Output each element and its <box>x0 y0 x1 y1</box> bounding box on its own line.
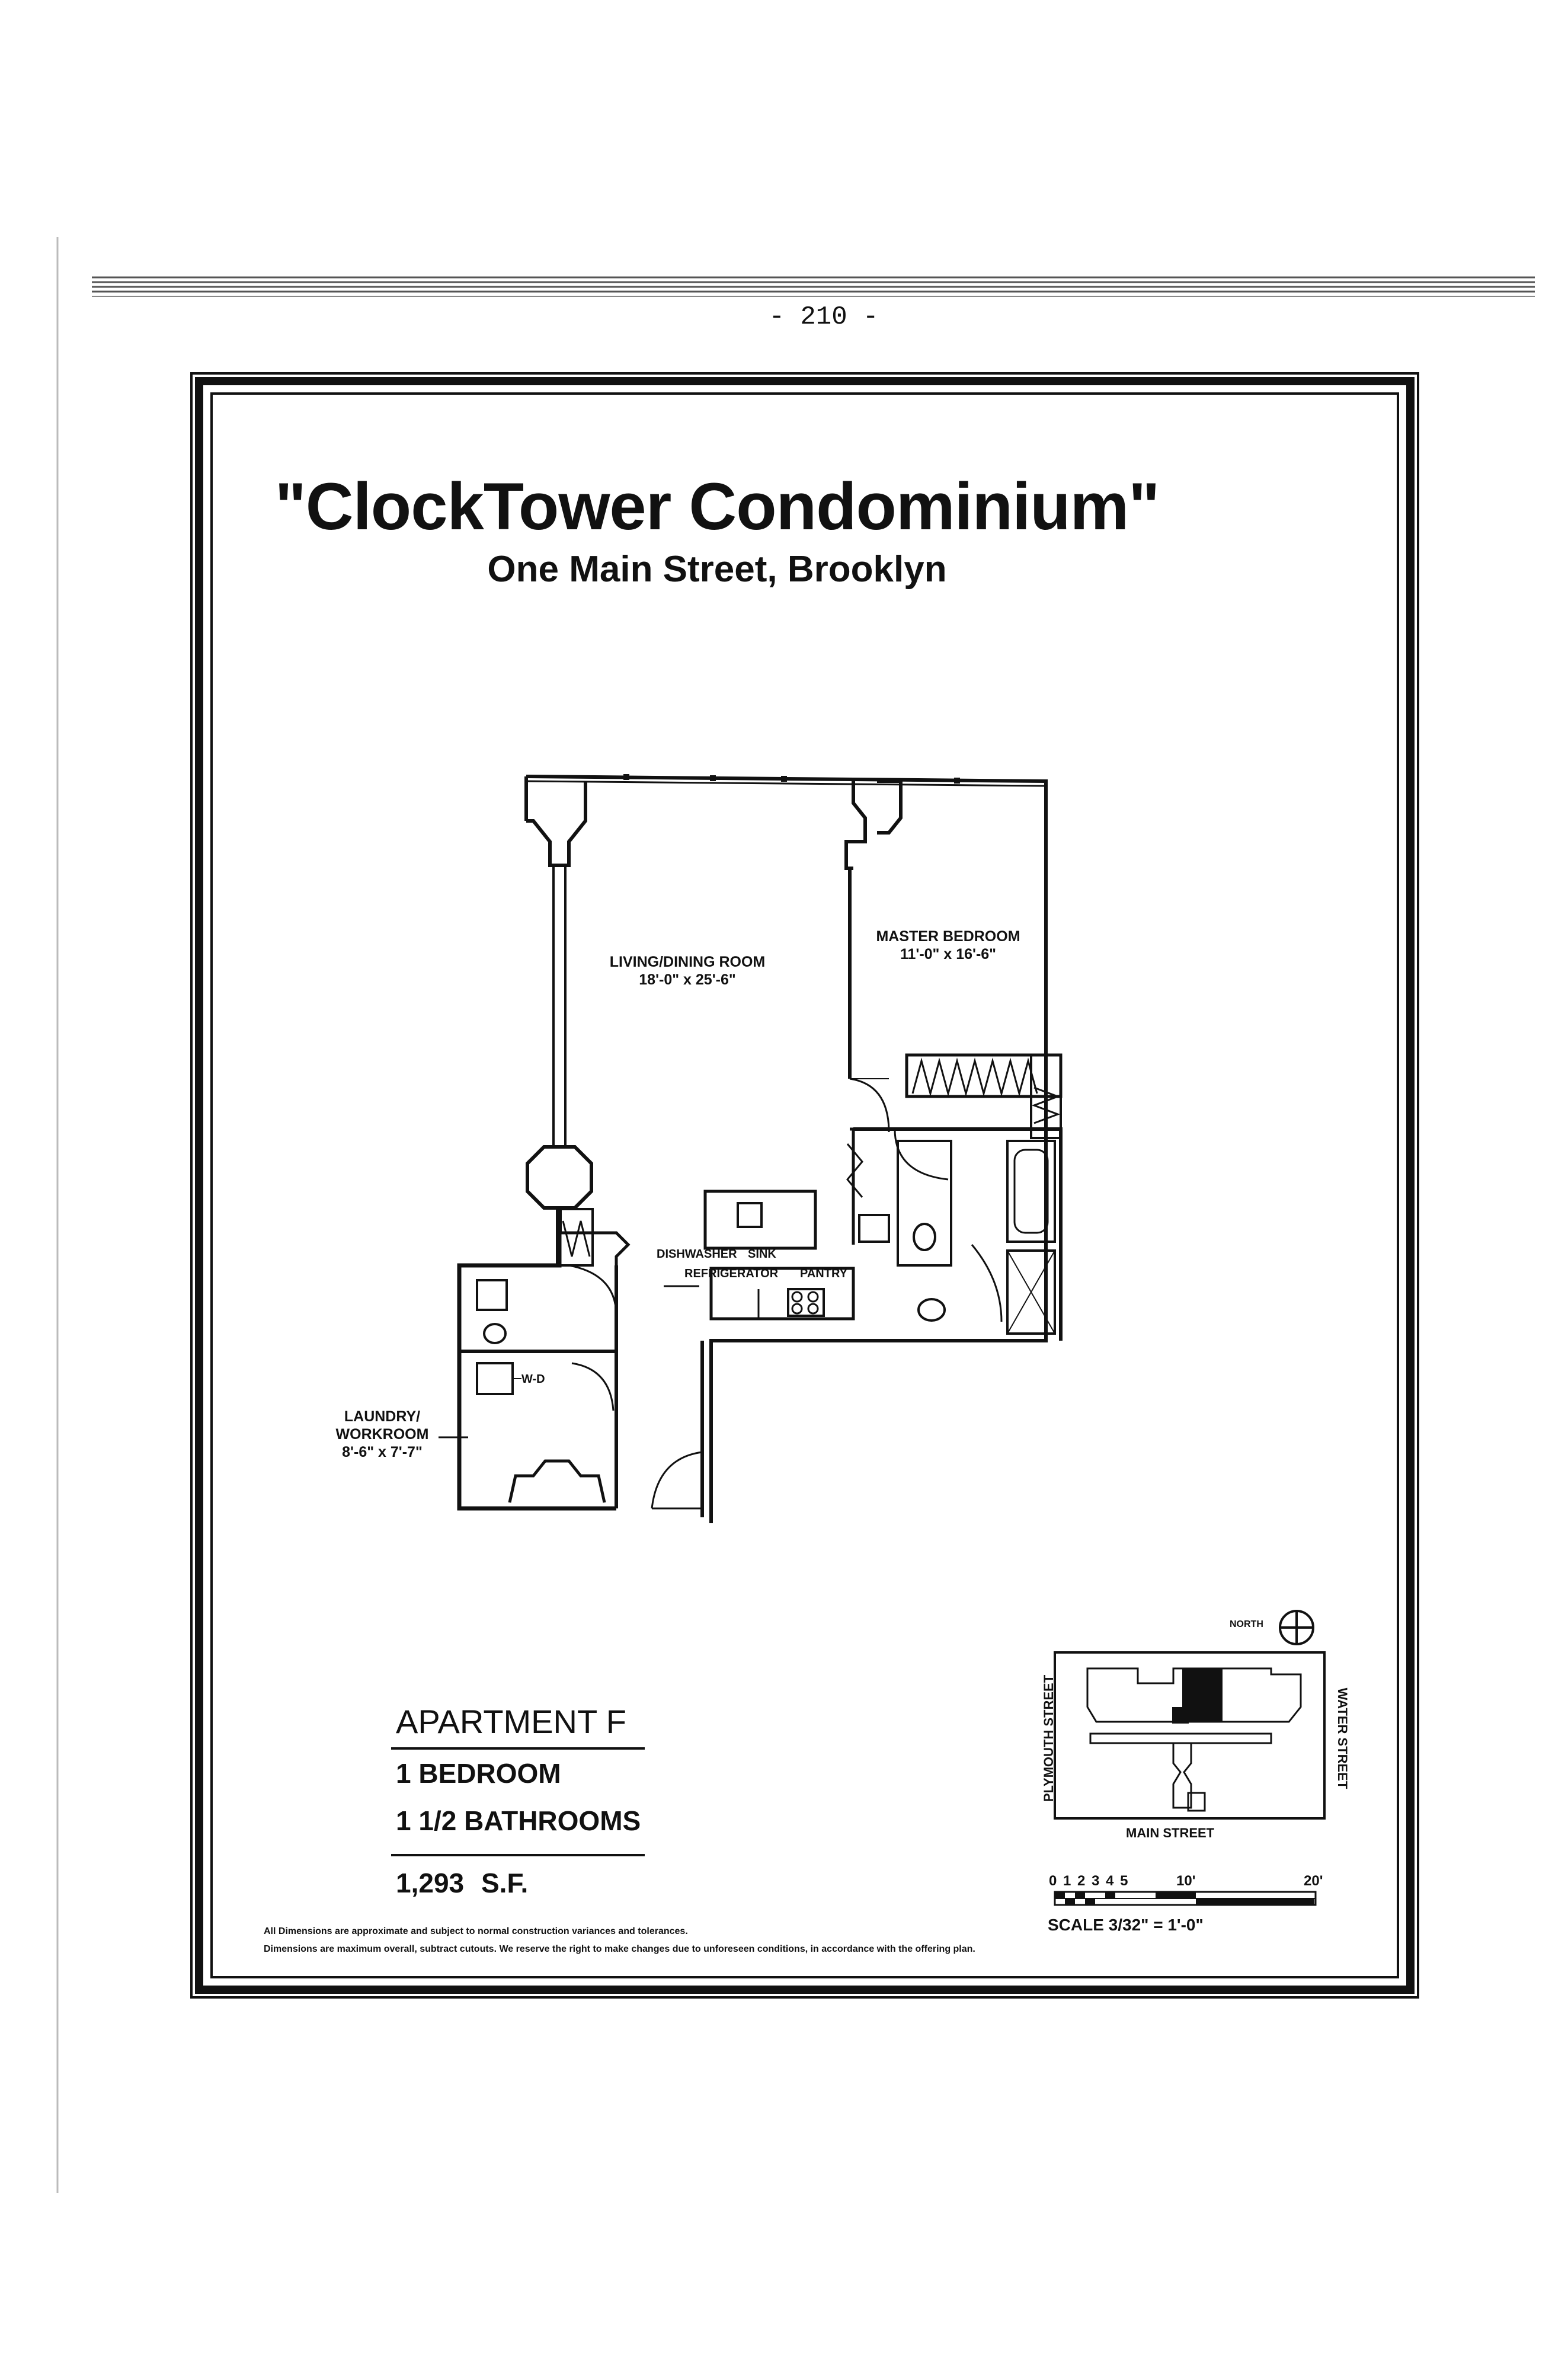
key-plan <box>1054 1610 1326 1820</box>
apartment-area-unit: S.F. <box>481 1868 529 1898</box>
laundry-name-2: WORKROOM <box>335 1426 429 1443</box>
water-street-label: WATER STREET <box>1335 1687 1350 1789</box>
living-room-label: LIVING/DINING ROOM 18'-0" x 25'-6" <box>581 953 794 989</box>
scale-bar <box>1054 1891 1317 1906</box>
document-border <box>190 372 1419 1999</box>
scale-mark-20: 20' <box>1304 1873 1323 1889</box>
scale-label: SCALE 3/32" = 1'-0" <box>1048 1916 1204 1934</box>
apartment-bathrooms: 1 1/2 BATHROOMS <box>396 1805 641 1836</box>
window-marks <box>623 774 960 784</box>
disclaimer-line-2: Dimensions are maximum overall, subtract… <box>264 1944 975 1954</box>
document-address: One Main Street, Brooklyn <box>487 549 947 590</box>
living-room-name: LIVING/DINING ROOM <box>609 954 766 970</box>
washer-dryer-label: W-D <box>521 1373 545 1386</box>
refrigerator-label: REFRIGERATOR <box>684 1267 779 1280</box>
master-bedroom-label: MASTER BEDROOM 11'-0" x 16'-6" <box>853 928 1043 963</box>
main-street-label: MAIN STREET <box>1126 1826 1215 1840</box>
plymouth-street-label: PLYMOUTH STREET <box>1041 1674 1056 1802</box>
disclaimer-line-1: All Dimensions are approximate and subje… <box>264 1926 688 1936</box>
scale-mark-10: 10' <box>1176 1873 1196 1889</box>
header-rule <box>92 276 1535 297</box>
master-bedroom-name: MASTER BEDROOM <box>876 928 1020 945</box>
master-bedroom-dims: 11'-0" x 16'-6" <box>900 946 997 963</box>
scale-ticks: 0 1 2 3 4 5 <box>1049 1873 1129 1889</box>
apartment-area-value: 1,293 <box>396 1868 465 1898</box>
living-room-dims: 18'-0" x 25'-6" <box>639 971 736 988</box>
laundry-dims: 8'-6" x 7'-7" <box>342 1444 423 1460</box>
apartment-name: APARTMENT F <box>396 1703 626 1740</box>
sink-label: SINK <box>748 1248 776 1261</box>
apartment-bedrooms: 1 BEDROOM <box>396 1758 561 1789</box>
document-title: "ClockTower Condominium" <box>274 469 1160 544</box>
laundry-name-1: LAUNDRY/ <box>344 1408 421 1425</box>
dishwasher-label: DISHWASHER <box>657 1248 737 1261</box>
north-label: NORTH <box>1230 1619 1263 1629</box>
page-number: - 210 - <box>769 302 879 332</box>
laundry-label: LAUNDRY/ WORKROOM 8'-6" x 7'-7" <box>320 1408 444 1461</box>
pantry-label: PANTRY <box>800 1267 847 1280</box>
floor-plan <box>439 774 1063 1523</box>
